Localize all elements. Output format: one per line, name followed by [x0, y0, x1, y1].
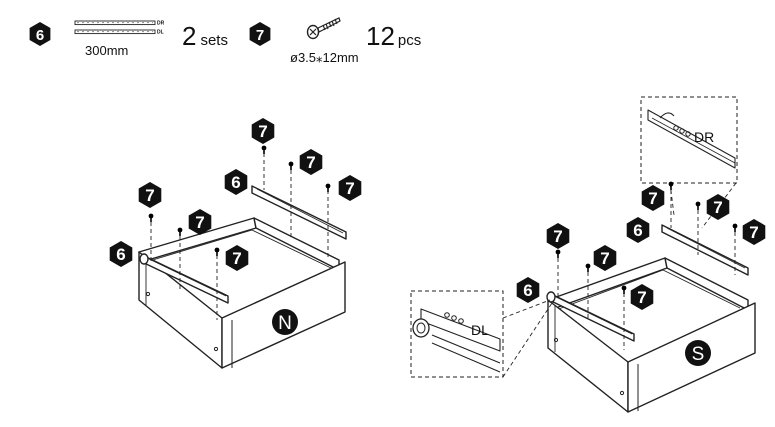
part-6-badge [29, 22, 51, 46]
part-7-number: 7 [256, 27, 264, 44]
drawer-s-assembly [410, 96, 756, 413]
rail-mark-dl: DL [157, 30, 164, 36]
callout-badge [109, 241, 133, 267]
callout-number: 6 [523, 281, 532, 300]
callout-badge [706, 194, 730, 220]
callout-number: 7 [258, 122, 267, 141]
callout-number: 6 [231, 173, 240, 192]
callout-number: 7 [713, 198, 722, 217]
rail-mark-dr: DR [157, 21, 165, 27]
part-7-dimension: ø3.5⁎12mm [290, 50, 359, 65]
callout-number: 7 [648, 189, 657, 208]
screw-icon [306, 17, 341, 40]
callout-badge [630, 284, 654, 310]
screw-icon [554, 248, 562, 259]
callout-number: 7 [553, 227, 562, 246]
screw-icon [147, 212, 155, 223]
callout-number: 6 [633, 221, 642, 240]
rail-left-s [546, 291, 635, 342]
screw-icon [260, 144, 268, 155]
callout-badge [742, 219, 766, 245]
drawer-s-marker: S [685, 340, 711, 366]
callout-badge [593, 245, 617, 271]
callout-badge [641, 185, 665, 211]
callout-number: 7 [195, 213, 204, 232]
callout-badge [546, 223, 570, 249]
callout-badge [516, 277, 540, 303]
part-6-unit: sets [200, 32, 228, 49]
rail-left-n [139, 253, 229, 304]
rail-label-dr: DR [694, 129, 714, 145]
callout-number: 7 [749, 223, 758, 242]
screw-icon [584, 262, 592, 273]
rail-label-dl: DL [471, 322, 489, 338]
callout-badge [224, 169, 248, 195]
screw-icon [213, 246, 221, 257]
callout-number: 7 [345, 179, 354, 198]
part-6-number: 6 [36, 27, 44, 44]
rail-icon: DR DL [74, 21, 165, 36]
part-7-unit: pcs [398, 32, 421, 49]
callout-badge [338, 175, 362, 201]
rail-right-s [661, 224, 749, 276]
detail-dr [640, 96, 738, 229]
screw-icon [694, 200, 702, 211]
screw-icon [667, 180, 675, 191]
part-6-quantity: 2 [182, 21, 196, 51]
callout-badge [299, 149, 323, 175]
screw-icon [620, 284, 628, 295]
detail-dl [410, 290, 553, 378]
callout-number: 6 [116, 245, 125, 264]
callout-number: 7 [637, 288, 646, 307]
drawer-s-letter: S [692, 344, 705, 365]
callout-badge [626, 217, 650, 243]
callout-number: 7 [306, 153, 315, 172]
drawer-n-marker: N [272, 309, 298, 335]
callout-number: 7 [145, 186, 154, 205]
drawer-n-left-side [138, 251, 223, 369]
callout-badge [138, 182, 162, 208]
screw-icon [324, 182, 332, 193]
screw-icon [287, 160, 295, 171]
callout-badge [188, 209, 212, 235]
callout-number: 7 [232, 249, 241, 268]
callout-number: 7 [600, 249, 609, 268]
callout-badge [225, 245, 249, 271]
rail-right-n [251, 185, 347, 240]
part-7-badge [249, 22, 271, 46]
callout-badge [251, 118, 275, 144]
drawer-n-letter: N [278, 313, 292, 334]
part-6-dimension: 300mm [85, 43, 128, 58]
screw-icon [176, 226, 184, 237]
screw-icon [731, 222, 739, 233]
part-7-quantity: 12 [366, 21, 395, 51]
